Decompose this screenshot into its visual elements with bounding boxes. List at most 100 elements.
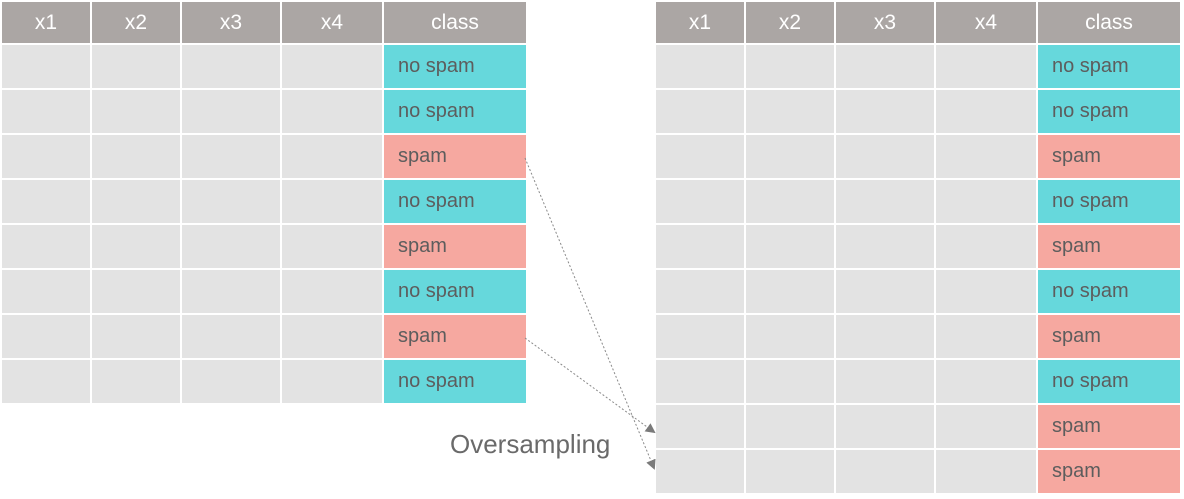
oversampled-class-cell: spam — [1038, 450, 1180, 493]
original-feature-cell — [182, 225, 280, 268]
oversampled-feature-cell — [656, 225, 744, 268]
original-feature-cell — [92, 315, 180, 358]
original-feature-cell — [182, 315, 280, 358]
original-class-cell: no spam — [384, 45, 526, 88]
oversampled-feature-cell — [746, 90, 834, 133]
original-feature-cell — [92, 45, 180, 88]
oversampled-feature-cell — [746, 270, 834, 313]
original-feature-cell — [2, 315, 90, 358]
original-feature-cell — [182, 45, 280, 88]
oversampled-feature-cell — [836, 450, 934, 493]
original-feature-cell — [2, 45, 90, 88]
original-feature-cell — [92, 90, 180, 133]
original-feature-cell — [282, 360, 382, 403]
header-x2: x2 — [746, 2, 834, 43]
original-class-cell: spam — [384, 225, 526, 268]
original-feature-cell — [282, 90, 382, 133]
oversampled-feature-cell — [836, 180, 934, 223]
original-feature-cell — [2, 270, 90, 313]
oversampled-feature-cell — [656, 405, 744, 448]
oversampled-feature-cell — [936, 270, 1036, 313]
oversampled-feature-cell — [656, 315, 744, 358]
oversampled-feature-cell — [746, 360, 834, 403]
header-x3: x3 — [182, 2, 280, 43]
original-class-cell: no spam — [384, 360, 526, 403]
oversampled-feature-cell — [746, 450, 834, 493]
oversampled-feature-cell — [936, 315, 1036, 358]
oversampled-feature-cell — [836, 225, 934, 268]
oversampled-feature-cell — [746, 45, 834, 88]
header-x4: x4 — [282, 2, 382, 43]
oversampled-feature-cell — [656, 270, 744, 313]
oversampled-feature-cell — [746, 315, 834, 358]
oversampled-feature-cell — [656, 360, 744, 403]
oversampled-class-cell: no spam — [1038, 360, 1180, 403]
oversampled-feature-cell — [656, 45, 744, 88]
header-x1: x1 — [2, 2, 90, 43]
oversampled-feature-cell — [746, 135, 834, 178]
oversampled-feature-cell — [836, 135, 934, 178]
oversampled-class-cell: no spam — [1038, 180, 1180, 223]
oversampled-feature-cell — [746, 225, 834, 268]
header-x2: x2 — [92, 2, 180, 43]
oversampled-feature-cell — [836, 45, 934, 88]
original-feature-cell — [2, 225, 90, 268]
oversampled-feature-cell — [836, 405, 934, 448]
oversampled-feature-cell — [746, 180, 834, 223]
oversampled-feature-cell — [936, 180, 1036, 223]
original-feature-cell — [2, 360, 90, 403]
oversampled-feature-cell — [836, 360, 934, 403]
original-class-cell: no spam — [384, 180, 526, 223]
original-feature-cell — [92, 270, 180, 313]
original-feature-cell — [92, 180, 180, 223]
original-feature-cell — [2, 135, 90, 178]
original-feature-cell — [2, 180, 90, 223]
original-feature-cell — [282, 225, 382, 268]
oversampled-class-cell: spam — [1038, 135, 1180, 178]
oversampled-feature-cell — [936, 450, 1036, 493]
original-feature-cell — [182, 180, 280, 223]
oversampled-class-cell: spam — [1038, 225, 1180, 268]
original-feature-cell — [92, 135, 180, 178]
original-feature-cell — [182, 90, 280, 133]
original-feature-cell — [182, 360, 280, 403]
oversampled-feature-cell — [936, 225, 1036, 268]
original-feature-cell — [282, 180, 382, 223]
original-feature-cell — [182, 270, 280, 313]
oversampled-feature-cell — [936, 360, 1036, 403]
arrow-spam-row-7 — [524, 337, 656, 434]
header-x3: x3 — [836, 2, 934, 43]
arrow-spam-row-3 — [524, 157, 656, 470]
oversampled-feature-cell — [656, 450, 744, 493]
original-feature-cell — [282, 315, 382, 358]
original-feature-cell — [282, 270, 382, 313]
original-class-cell: spam — [384, 135, 526, 178]
oversampled-class-cell: no spam — [1038, 45, 1180, 88]
oversampled-feature-cell — [936, 90, 1036, 133]
original-class-cell: spam — [384, 315, 526, 358]
original-feature-cell — [92, 225, 180, 268]
original-feature-cell — [282, 45, 382, 88]
original-class-cell: no spam — [384, 90, 526, 133]
oversampled-class-cell: spam — [1038, 315, 1180, 358]
original-class-cell: no spam — [384, 270, 526, 313]
oversampled-class-cell: spam — [1038, 405, 1180, 448]
header-class: class — [384, 2, 526, 43]
oversampled-feature-cell — [836, 315, 934, 358]
oversampled-feature-cell — [836, 90, 934, 133]
oversampled-feature-cell — [656, 90, 744, 133]
original-feature-cell — [92, 360, 180, 403]
oversampled-feature-cell — [936, 45, 1036, 88]
oversampling-label: Oversampling — [450, 429, 611, 459]
header-class: class — [1038, 2, 1180, 43]
oversampled-feature-cell — [656, 180, 744, 223]
original-feature-cell — [282, 135, 382, 178]
oversampled-feature-cell — [656, 135, 744, 178]
oversampled-feature-cell — [836, 270, 934, 313]
header-x4: x4 — [936, 2, 1036, 43]
oversampled-feature-cell — [746, 405, 834, 448]
original-feature-cell — [2, 90, 90, 133]
